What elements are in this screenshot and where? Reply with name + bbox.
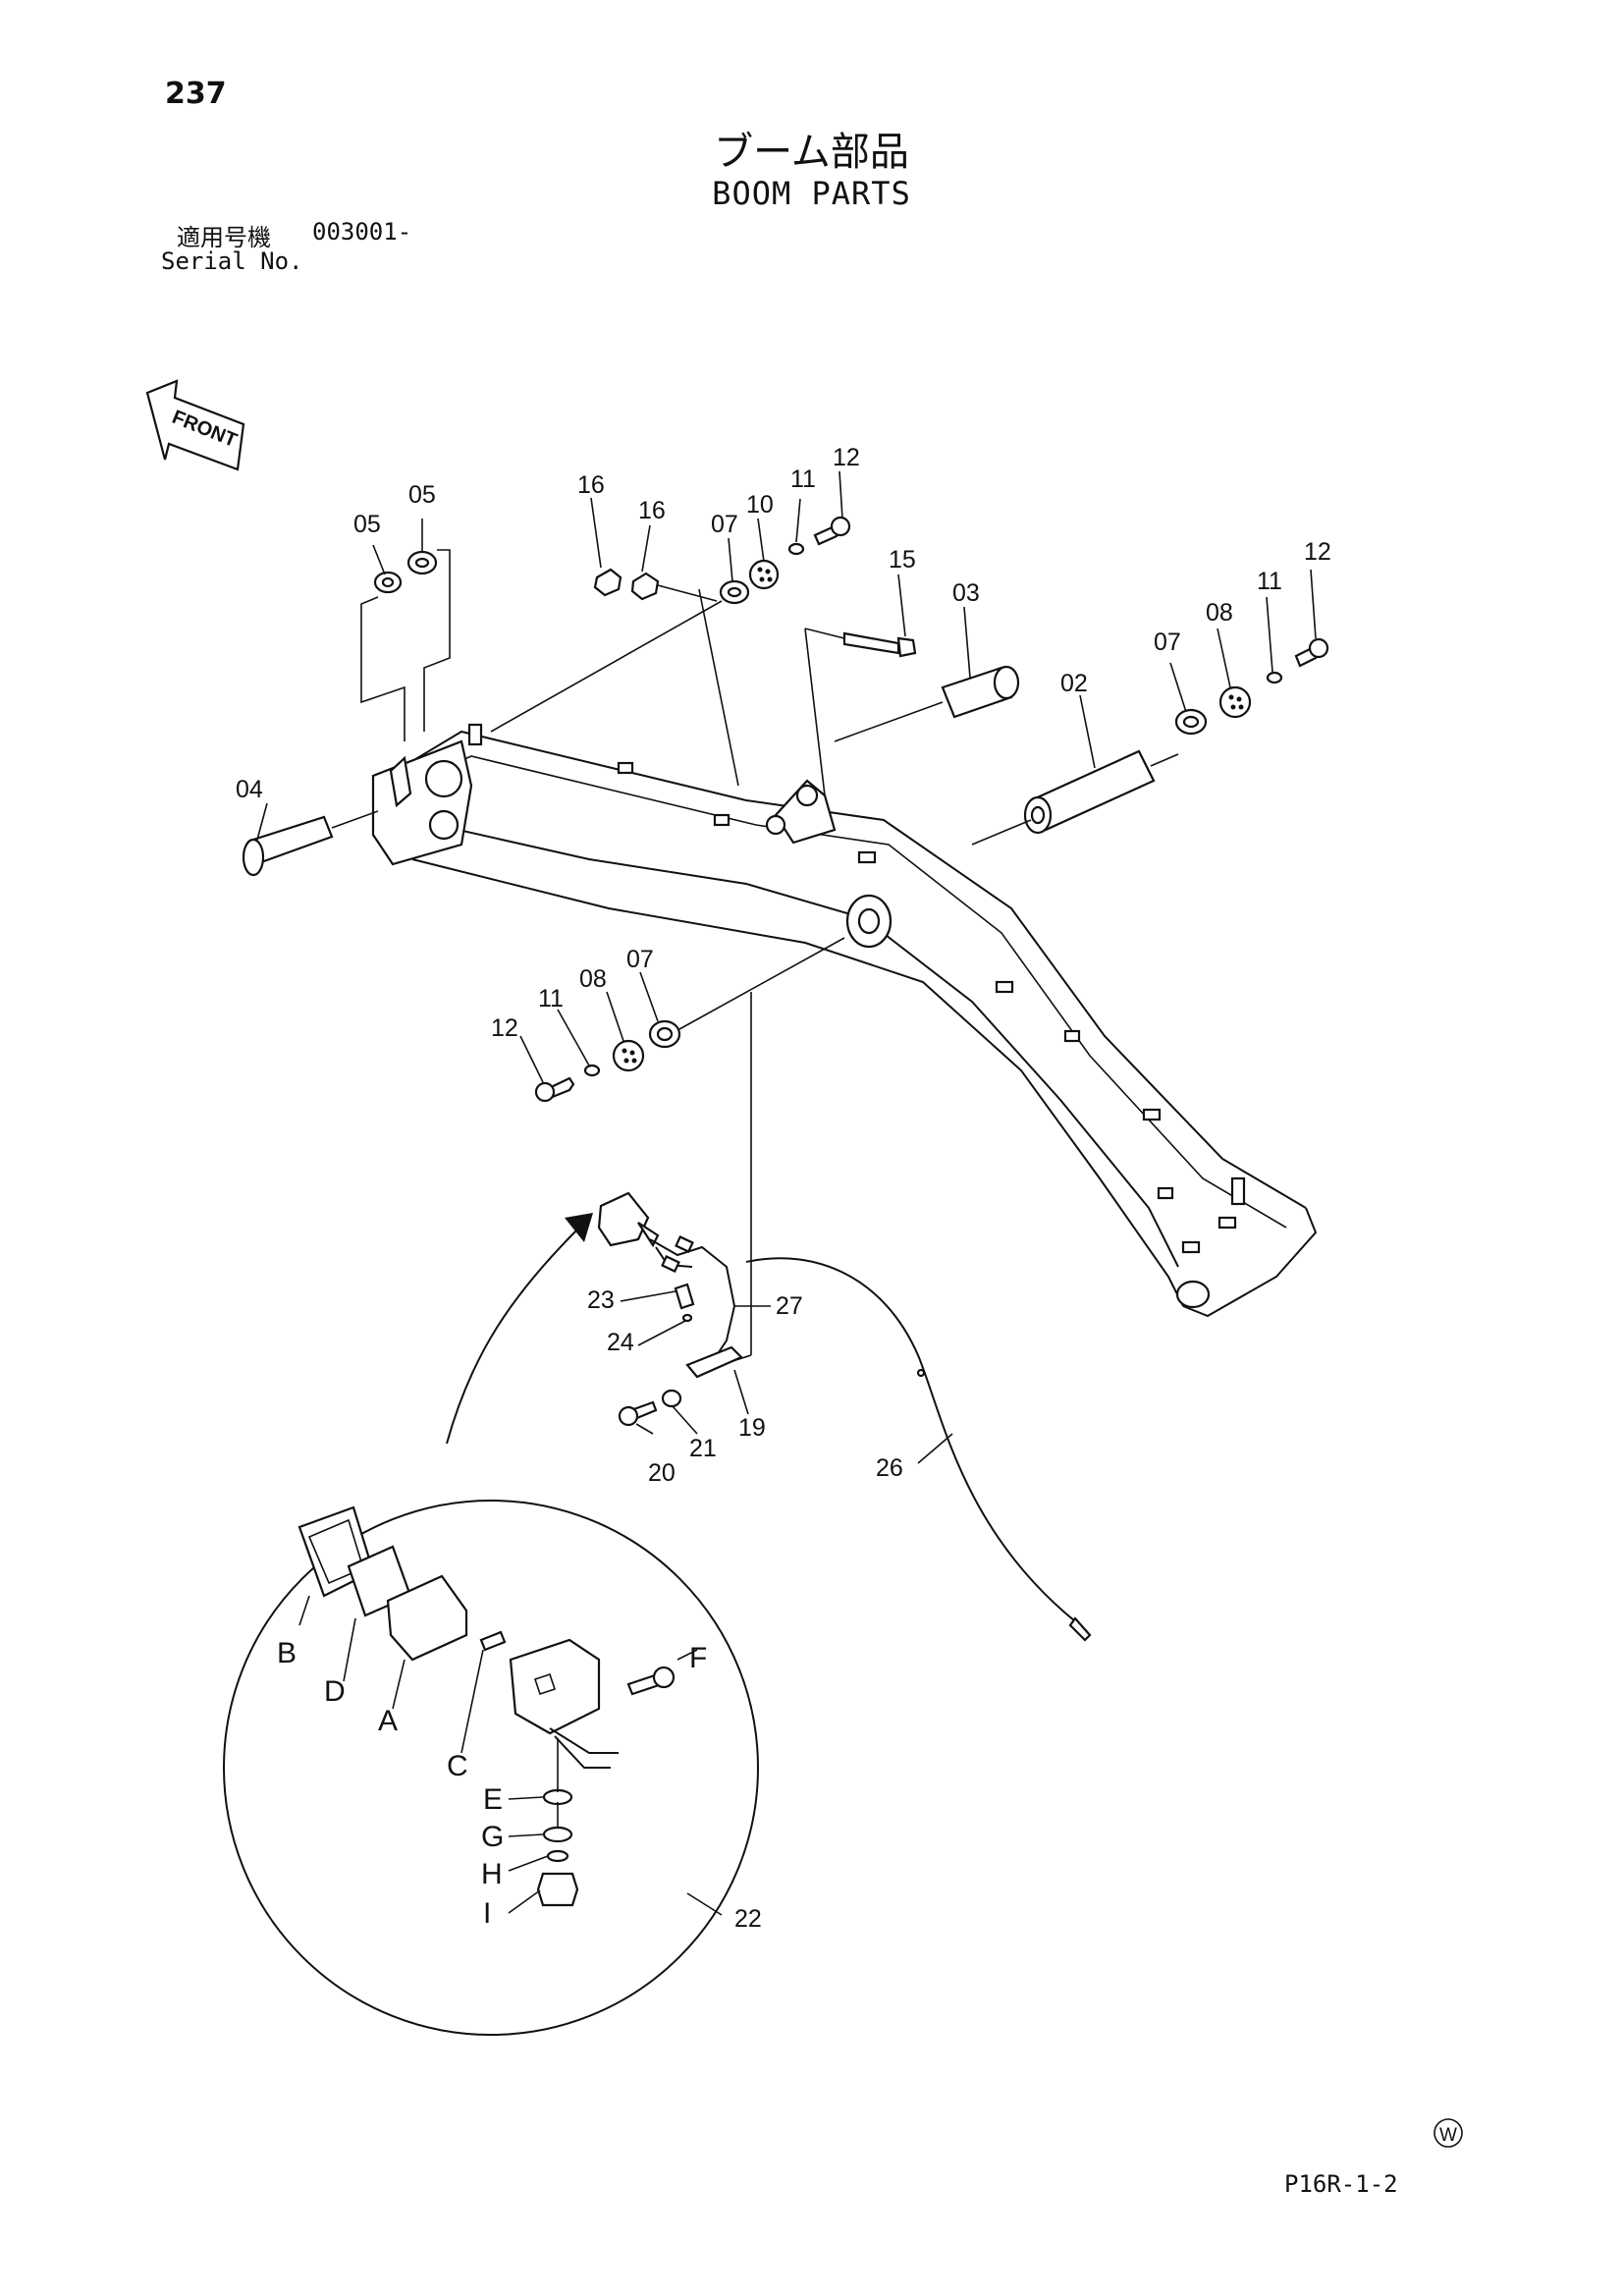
nut-16 (593, 568, 660, 601)
callout-26: 26 (876, 1454, 903, 1482)
lamp-exploded-view (298, 1505, 676, 1907)
callout-11b: 11 (1257, 568, 1282, 595)
callout-12c: 12 (491, 1014, 518, 1042)
callout-12a: 12 (833, 444, 860, 471)
callout-07b: 07 (1154, 629, 1181, 656)
callout-08b: 08 (579, 965, 607, 993)
callout-21: 21 (689, 1435, 717, 1462)
lamp-letter-C: C (447, 1750, 468, 1782)
serial-label-jp: 適用号機 (177, 224, 271, 251)
callout-11a: 11 (790, 465, 816, 493)
bolt-15 (842, 631, 917, 658)
callout-16a: 16 (577, 471, 605, 499)
callout-15: 15 (889, 546, 916, 574)
boom-assembly (371, 723, 1318, 1318)
callout-10: 10 (746, 491, 774, 519)
callout-22: 22 (734, 1905, 762, 1933)
page-title-en: BOOM PARTS (712, 175, 911, 212)
pin-02 (1023, 749, 1156, 835)
callout-19: 19 (738, 1414, 766, 1442)
callout-04: 04 (236, 776, 263, 803)
lamp-letter-F: F (689, 1642, 707, 1674)
work-lamp-icon (597, 1191, 660, 1248)
callout-16b: 16 (638, 497, 666, 524)
pin-03 (941, 665, 1020, 719)
shim-group-right (1174, 637, 1329, 736)
lamp-letter-G: G (481, 1821, 504, 1853)
callout-20: 20 (648, 1459, 676, 1487)
foot-pin-04 (242, 810, 379, 877)
callout-07a: 07 (711, 511, 738, 538)
callout-07c: 07 (626, 946, 654, 973)
front-arrow-icon: FRONT (145, 379, 245, 471)
callout-12b: 12 (1304, 538, 1331, 566)
callout-24: 24 (607, 1329, 634, 1356)
lamp-letter-B: B (277, 1637, 297, 1669)
circle-mark: W (1439, 2125, 1457, 2146)
shim-group-lower (534, 1019, 681, 1103)
callout-08a: 08 (1206, 599, 1233, 627)
page-title-jp: ブーム部品 (714, 130, 909, 175)
lamp-letter-A: A (378, 1705, 398, 1737)
callout-05b: 05 (408, 481, 436, 509)
callout-27: 27 (776, 1292, 803, 1320)
callout-02: 02 (1060, 670, 1088, 697)
figure-code: P16R-1-2 (1284, 2170, 1398, 2198)
callout-03: 03 (952, 579, 980, 607)
lamp-letter-H: H (481, 1858, 503, 1890)
lamp-letter-I: I (483, 1897, 491, 1930)
callout-11c: 11 (538, 985, 564, 1012)
page-number: 237 (165, 77, 227, 111)
lamp-letter-D: D (324, 1675, 346, 1708)
lamp-letter-E: E (483, 1783, 503, 1816)
shim-group-top (719, 516, 851, 605)
callout-05a: 05 (353, 511, 381, 538)
callout-23: 23 (587, 1286, 615, 1314)
serial-label-en: Serial No. (161, 247, 303, 275)
serial-number-value: 003001- (312, 218, 412, 246)
